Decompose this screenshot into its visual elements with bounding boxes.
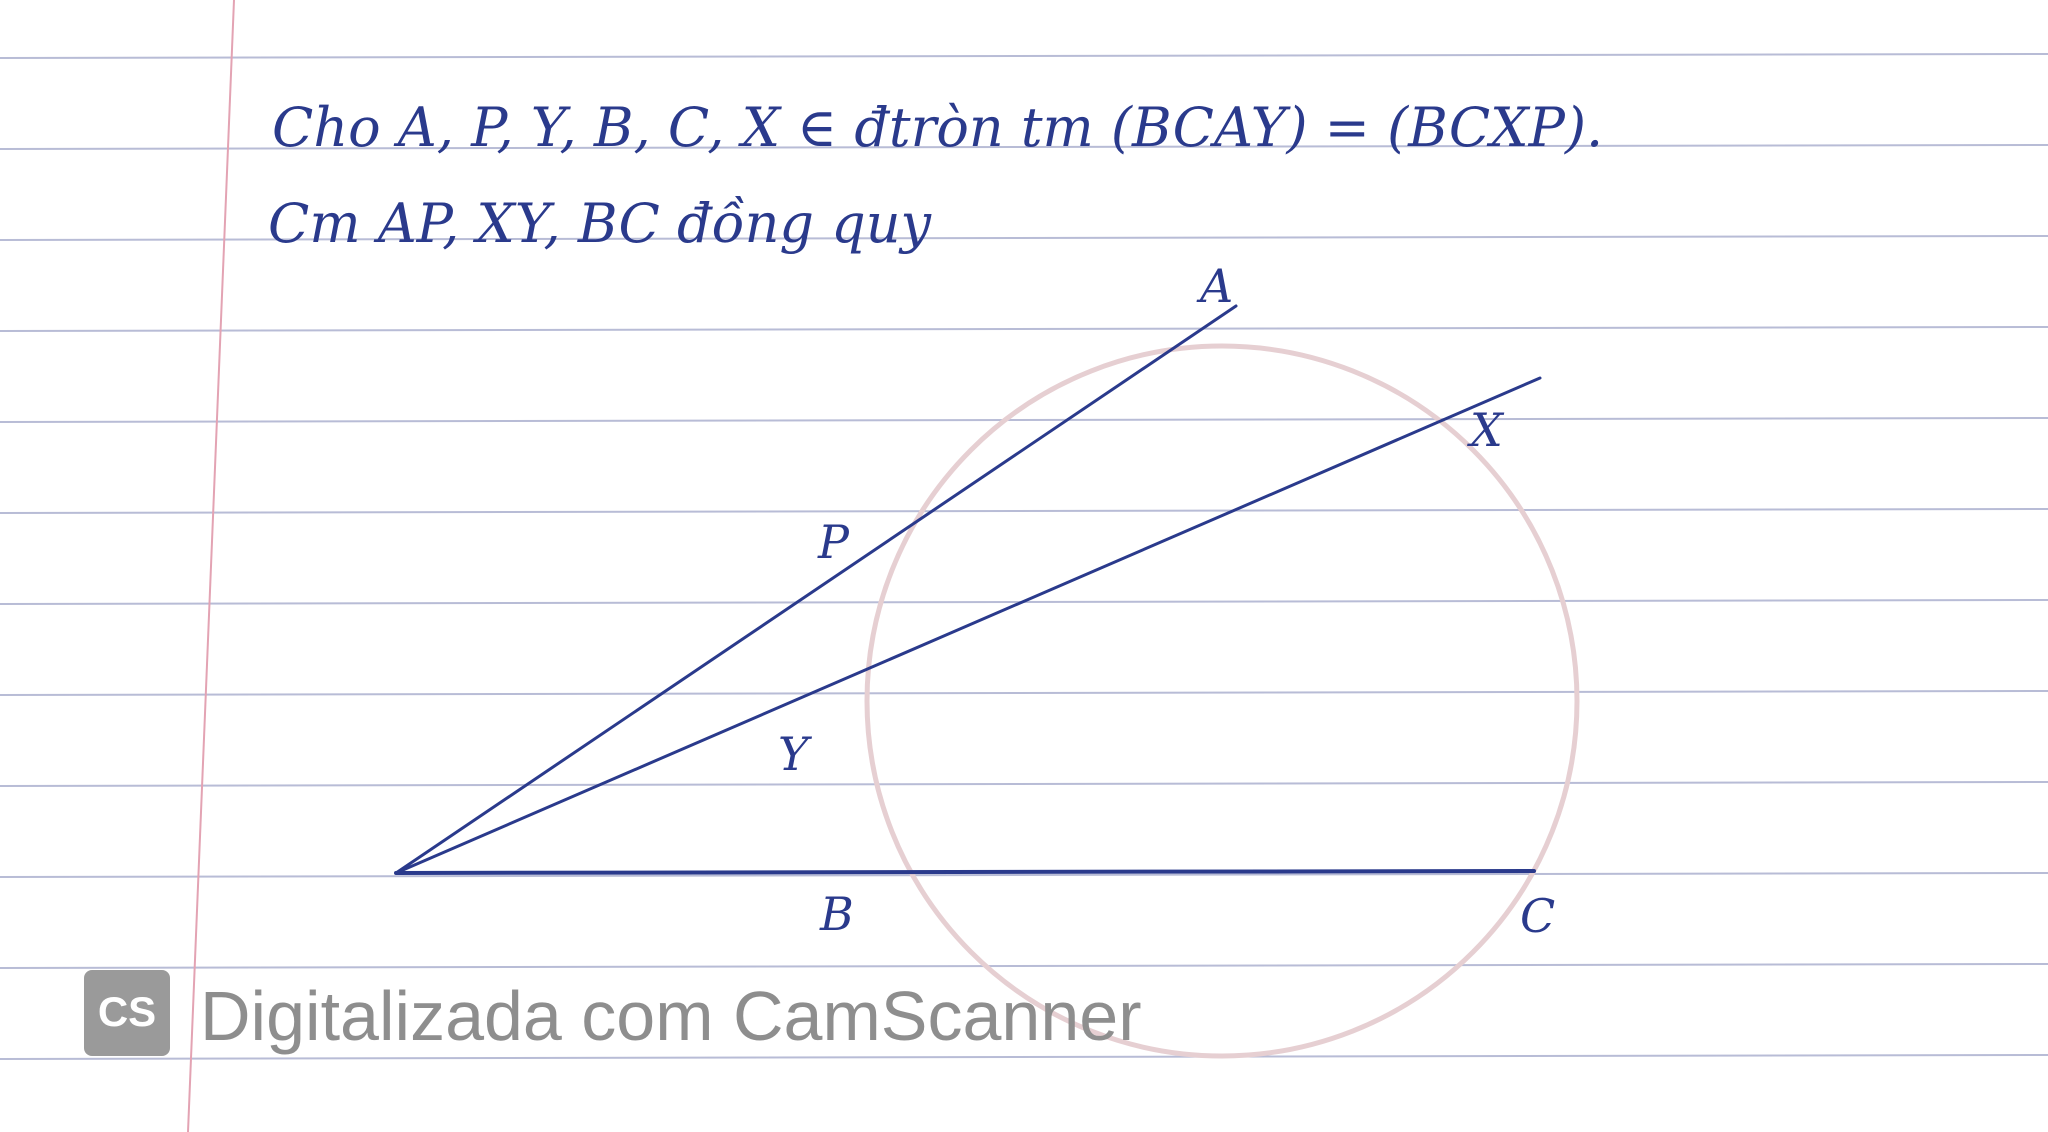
ruled-line xyxy=(0,963,2048,969)
camscanner-logo-text: CS xyxy=(98,988,156,1035)
ruled-line xyxy=(0,144,2048,150)
point-label-b: B xyxy=(819,887,854,941)
line-ap xyxy=(394,304,1238,875)
watermark: CS Digitalizada com CamScanner xyxy=(84,970,1142,1056)
camscanner-logo-icon xyxy=(84,970,170,1056)
line-bc xyxy=(394,869,1536,875)
ruled-line xyxy=(0,872,2048,878)
circle xyxy=(864,343,1580,1059)
ruled-line xyxy=(0,781,2048,787)
margin-line xyxy=(187,0,235,1132)
ruled-lines xyxy=(0,53,2048,1060)
ruled-line xyxy=(0,690,2048,696)
ruled-line xyxy=(0,326,2048,332)
ruled-line xyxy=(0,235,2048,241)
point-label-y: Y xyxy=(778,727,813,781)
point-label-x: X xyxy=(1467,403,1505,457)
point-label-a: A xyxy=(1196,259,1233,313)
watermark-text: Digitalizada com CamScanner xyxy=(200,977,1142,1055)
point-label-p: P xyxy=(817,515,850,569)
ruled-line xyxy=(0,1054,2048,1060)
ruled-line xyxy=(0,417,2048,423)
problem-line-1: Cho A, P, Y, B, C, X ∈ đtròn tm (BCAY) =… xyxy=(272,96,1603,159)
ruled-line xyxy=(0,508,2048,514)
problem-line-2: Cm AP, XY, BC đồng quy xyxy=(268,192,932,255)
ruled-line xyxy=(0,53,2048,59)
line-xy xyxy=(394,376,1542,875)
point-label-c: C xyxy=(1520,889,1555,943)
